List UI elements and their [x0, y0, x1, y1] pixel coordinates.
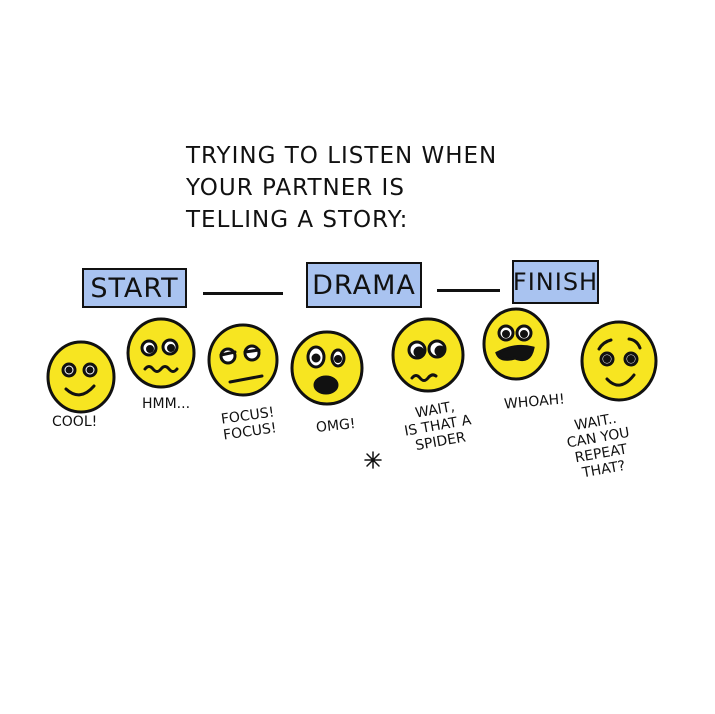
connector-line: [203, 292, 283, 295]
smiling-face-icon: [46, 340, 116, 414]
title-line: TELLING A STORY:: [186, 207, 409, 233]
nervous-face-icon: [391, 317, 465, 393]
worried-face-icon: [126, 317, 196, 389]
squinting-face-icon: [207, 323, 279, 397]
confused-smile-face-icon: [580, 320, 658, 402]
shocked-face-icon: [290, 330, 364, 406]
face-label-repeat: WAIT.. CAN YOU REPEAT THAT?: [565, 410, 631, 482]
title-line: YOUR PARTNER IS: [186, 175, 405, 201]
spider-icon: [364, 451, 382, 469]
amazed-face-icon: [482, 307, 550, 381]
connector-line: [437, 289, 500, 292]
stage-finish: FINISH: [512, 260, 599, 304]
comic-title: TRYING TO LISTEN WHEN YOUR PARTNER IS TE…: [186, 140, 497, 236]
face-label-hmm: HMM...: [142, 396, 191, 412]
face-label-cool: COOL!: [52, 414, 98, 430]
stage-drama: DRAMA: [306, 262, 422, 308]
stage-start: START: [82, 268, 187, 308]
title-line: TRYING TO LISTEN WHEN: [186, 143, 498, 169]
